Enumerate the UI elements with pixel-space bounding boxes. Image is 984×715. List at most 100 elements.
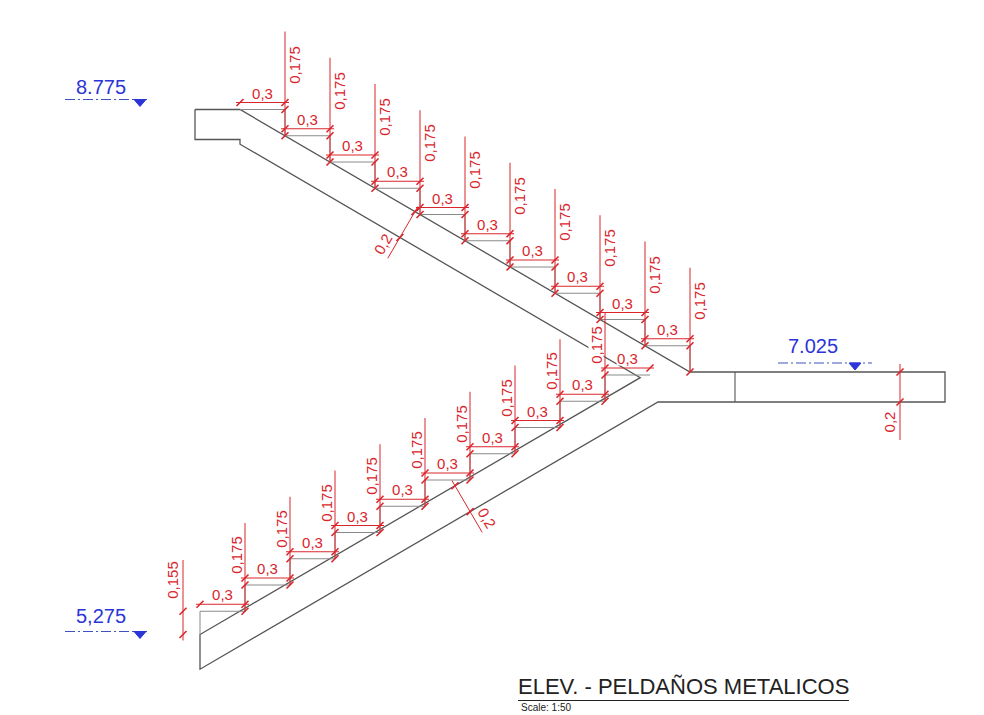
dimension-line: [601, 368, 654, 369]
dimension-line: [420, 110, 421, 214]
dimension-tick: [372, 185, 379, 192]
dimension-label: 0,175: [557, 202, 572, 242]
dimension-tick: [377, 529, 384, 536]
dimension-tick: [597, 316, 604, 323]
dimension-tick: [462, 237, 469, 244]
dimension-label: 0,3: [296, 111, 319, 126]
dimension-tick: [180, 608, 187, 615]
dimension-line: [515, 366, 516, 454]
dimension-label: 0,3: [611, 295, 634, 310]
dimension-line: [376, 499, 429, 500]
dimension-tick: [332, 522, 339, 529]
dimension-line: [600, 215, 601, 319]
dimension-tick: [422, 470, 429, 477]
dimension-line: [551, 286, 604, 287]
dimension-line: [335, 471, 336, 559]
dimension-tick: [512, 443, 519, 450]
dimension-tick: [197, 601, 204, 608]
dimension-label: 0,175: [287, 45, 302, 85]
dimension-tick: [507, 264, 514, 271]
dimension-label: 0,3: [571, 377, 594, 392]
dimension-label: 0,3: [616, 351, 639, 366]
dimension-label: 0,3: [386, 164, 409, 179]
dimension-tick: [642, 316, 649, 323]
dimension-tick: [332, 529, 339, 536]
dimension-line: [605, 313, 606, 401]
dimension-line: [645, 242, 646, 346]
dimension-label: 0,175: [229, 535, 244, 575]
dimension-label: 0,3: [436, 456, 459, 471]
dimension-line: [511, 420, 564, 421]
dimension-tick: [467, 477, 474, 484]
dimension-tick: [552, 264, 559, 271]
dimension-label: 0,175: [364, 456, 379, 496]
dimension-tick: [180, 631, 187, 638]
dimension-label: 0,175: [647, 255, 662, 295]
dimension-tick: [332, 555, 339, 562]
dimension-line: [380, 444, 381, 532]
dimension-tick: [417, 211, 424, 218]
dimension-tick: [557, 391, 564, 398]
metal-steps: [200, 375, 650, 635]
level-label: 7.025: [787, 336, 839, 356]
dimension-tick: [287, 582, 294, 589]
dimension-label: 0,175: [454, 404, 469, 444]
dimension-label: 0,3: [251, 85, 274, 100]
dimension-tick: [512, 424, 519, 431]
dimension-tick: [452, 482, 459, 489]
dimension-line: [510, 163, 511, 267]
dimension-label: 0,175: [422, 123, 437, 163]
concrete-slab: [195, 110, 945, 670]
dimension-label: 0,2: [474, 505, 498, 532]
dimension-tick: [377, 503, 384, 510]
dimension-line: [326, 155, 379, 156]
dimension-label: 0,3: [476, 216, 499, 231]
dimension-label: 0,175: [332, 71, 347, 111]
dimension-tick: [242, 608, 249, 615]
dimension-label: 0,3: [566, 269, 589, 284]
dimension-tick: [642, 342, 649, 349]
dimension-label: 0,2: [882, 411, 897, 434]
dimension-label: 0,175: [467, 150, 482, 190]
dimension-label: 0,175: [499, 378, 514, 418]
dimension-tick: [412, 208, 419, 215]
dimension-line: [281, 128, 334, 129]
dimension-tick: [242, 582, 249, 589]
dimension-line: [183, 560, 184, 641]
dimension-tick: [602, 391, 609, 398]
dimension-tick: [467, 450, 474, 457]
dimension-label: 0,175: [319, 483, 334, 523]
dimension-tick: [287, 575, 294, 582]
dimension-tick: [396, 234, 403, 241]
dimension-tick: [417, 185, 424, 192]
dimension-line: [555, 189, 556, 293]
dimension-label: 0,175: [409, 430, 424, 470]
dimension-tick: [467, 443, 474, 450]
dimension-line: [560, 339, 561, 427]
joint-line: [734, 372, 735, 402]
dimension-tick: [602, 398, 609, 405]
dimension-tick: [687, 342, 694, 349]
dimension-tick: [512, 450, 519, 457]
dimension-line: [290, 497, 291, 585]
dimension-tick: [647, 365, 654, 372]
dimension-line: [285, 32, 286, 136]
dimension-line: [461, 233, 514, 234]
dimension-tick: [377, 522, 384, 529]
dimension-tick: [602, 372, 609, 379]
dimension-line: [241, 578, 294, 579]
dimension-tick: [687, 369, 694, 376]
scale-note: Scale: 1:50: [520, 703, 572, 713]
level-marker: [849, 363, 861, 370]
dimension-label: 0,3: [256, 561, 279, 576]
dimension-tick: [242, 575, 249, 582]
dimension-label: 0,3: [301, 534, 324, 549]
dimension-line: [641, 338, 694, 339]
level-label: 5,275: [75, 606, 127, 626]
dimension-line: [506, 260, 559, 261]
dimension-line: [465, 137, 466, 241]
dimension-label: 0,3: [211, 587, 234, 602]
dimension-tick: [897, 369, 904, 376]
dimension-line: [286, 551, 339, 552]
